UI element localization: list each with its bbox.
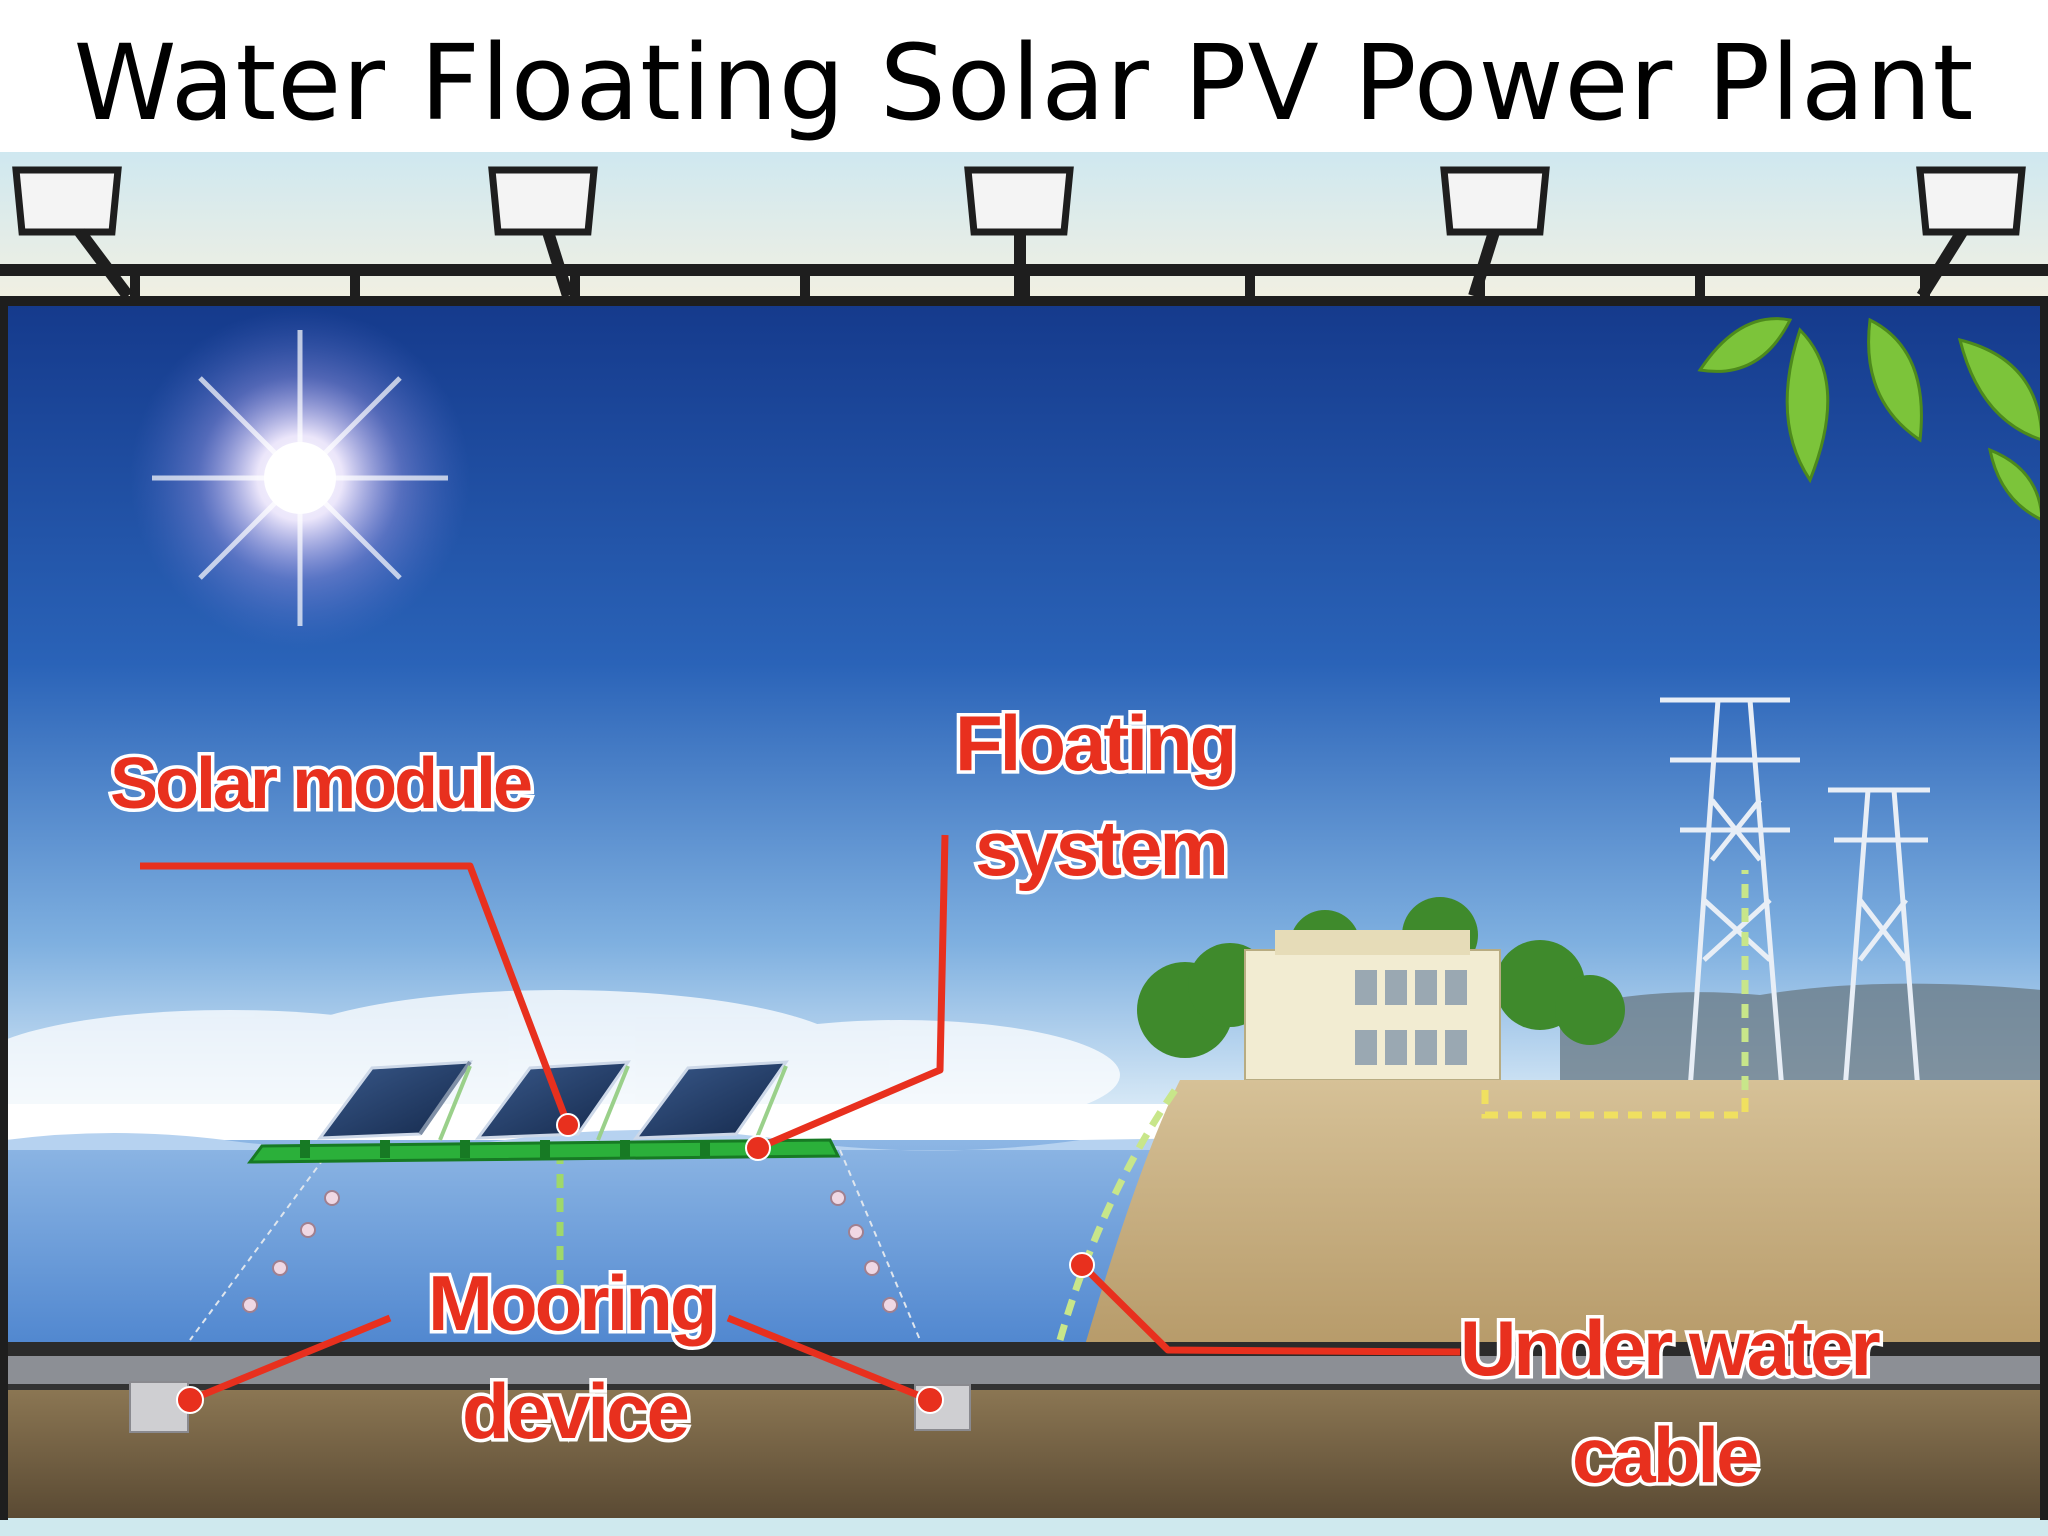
seabed: [6, 1390, 2042, 1518]
cable-leader: [1079, 1262, 1461, 1356]
label-solar-module: Solar module: [110, 744, 531, 824]
seabed-top-line: [6, 1342, 2042, 1356]
lamp-icon: [1916, 166, 2026, 300]
leaves-icon: [1697, 317, 2044, 523]
label-floating-system-line2: system: [975, 804, 1226, 892]
callout-dots: [176, 1113, 1095, 1414]
lamp-icon: [12, 166, 133, 300]
lamp-icon: [964, 166, 1074, 296]
seabed-band: [6, 1356, 2042, 1384]
solar-panel-icon: [632, 1060, 789, 1141]
floating-platform: [246, 1138, 841, 1164]
control-building: [1244, 930, 1501, 1081]
sun-icon: [130, 308, 470, 648]
callout-lines: [140, 834, 1461, 1404]
water-surface: [6, 1129, 1206, 1151]
slide-title: Water Floating Solar PV Power Plant: [73, 22, 1975, 144]
underwater-cable: [556, 870, 1749, 1341]
transmission-tower-icon: [1660, 697, 1930, 1091]
billboard-lamps: [12, 166, 2026, 300]
solar-panel-icon: [474, 1060, 631, 1141]
distant-hills: [1560, 983, 2042, 1080]
solar-panels: [316, 1060, 789, 1141]
label-mooring-device-line2: device: [462, 1367, 687, 1455]
label-floating-system-line1: Floating: [955, 699, 1234, 787]
ground-embankment: [1085, 1080, 2042, 1345]
mooring-lines: [189, 1149, 921, 1341]
lamp-icon: [488, 166, 598, 298]
solar-module-leader: [140, 862, 572, 1127]
lamp-icon: [1440, 166, 1550, 298]
mooring-leader-right: [726, 1314, 932, 1404]
label-underwater-cable-line2: cable: [1572, 1411, 1757, 1499]
solar-panel-icon: [316, 1060, 473, 1141]
water: [6, 1140, 1206, 1350]
label-underwater-cable-line1: Under water: [1460, 1304, 1880, 1392]
frame-bottom-edge: [0, 1518, 2048, 1536]
mooring-leader-left: [188, 1314, 392, 1404]
floating-system-leader: [756, 834, 949, 1152]
mooring-floats: [242, 1190, 898, 1313]
label-mooring-device-line1: Mooring: [428, 1259, 715, 1347]
seabed-bottom-line: [6, 1384, 2042, 1390]
